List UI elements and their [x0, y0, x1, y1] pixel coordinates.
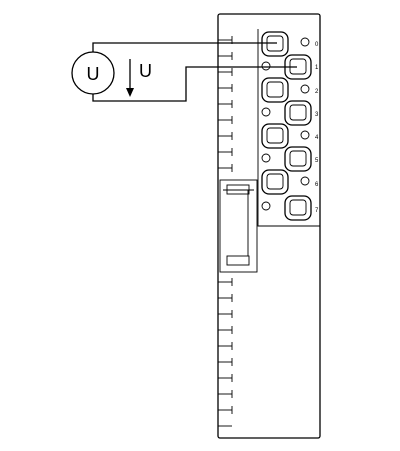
terminal-2[interactable]: 2: [261, 77, 319, 103]
wires: [92, 42, 297, 102]
terminal-1[interactable]: 1: [261, 54, 319, 80]
terminal-3[interactable]: 3: [261, 100, 319, 126]
terminal-1-body: [284, 54, 312, 80]
voltage-arrow: U: [126, 59, 152, 97]
terminal-7-label: 7: [315, 208, 319, 214]
terminal-5-label: 5: [315, 158, 319, 164]
terminal-7-body: [284, 195, 312, 221]
terminal-4-body: [261, 123, 289, 149]
marker-carrier: [219, 179, 258, 273]
terminal-0[interactable]: 0: [261, 31, 319, 57]
terminal-0-body: [261, 31, 289, 57]
terminal-7-opening: [289, 199, 307, 216]
ventilation-ticks-lower: [218, 278, 233, 427]
voltage-source-label: U: [87, 64, 100, 84]
terminal-4-opening: [266, 127, 284, 144]
terminal-7-release-hole: [261, 201, 271, 211]
terminal-7[interactable]: 7: [261, 195, 319, 221]
marker-slot-bottom: [226, 255, 250, 266]
terminal-0-label: 0: [315, 42, 319, 48]
voltage-source: U: [71, 51, 115, 95]
terminal-0-opening: [266, 35, 284, 52]
terminal-6-opening: [266, 173, 284, 190]
terminal-2-opening: [266, 81, 284, 98]
terminal-2-label: 2: [315, 89, 319, 95]
voltage-arrow-label: U: [139, 61, 152, 81]
wire-to-terminal-0: [92, 42, 277, 52]
terminal-3-release-hole: [261, 107, 271, 117]
terminal-3-opening: [289, 104, 307, 121]
terminal-4-release-hole: [300, 130, 310, 140]
terminal-5-release-hole: [261, 153, 271, 163]
terminal-5-body: [284, 146, 312, 172]
terminal-0-release-hole: [300, 37, 310, 47]
terminal-4-label: 4: [315, 135, 319, 141]
marker-slot-top: [226, 184, 250, 195]
terminal-3-label: 3: [315, 112, 319, 118]
terminal-5-opening: [289, 150, 307, 167]
terminal-block-outline: [257, 29, 320, 227]
terminal-6-release-hole: [300, 176, 310, 186]
terminal-4[interactable]: 4: [261, 123, 319, 149]
terminal-6-label: 6: [315, 182, 319, 188]
indicator-ticks-upper: [218, 36, 233, 172]
wire-to-terminal-1: [92, 66, 297, 102]
terminal-2-release-hole: [300, 84, 310, 94]
terminal-3-body: [284, 100, 312, 126]
terminal-1-label: 1: [315, 65, 319, 71]
terminal-1-opening: [289, 58, 307, 75]
io-module: 0 1 2 3 4 5: [217, 13, 321, 439]
terminal-2-body: [261, 77, 289, 103]
terminal-1-release-hole: [261, 61, 271, 71]
terminal-5[interactable]: 5: [261, 146, 319, 172]
terminal-6-body: [261, 169, 289, 195]
terminal-6[interactable]: 6: [261, 169, 319, 195]
voltage-arrow-head: [126, 88, 134, 97]
